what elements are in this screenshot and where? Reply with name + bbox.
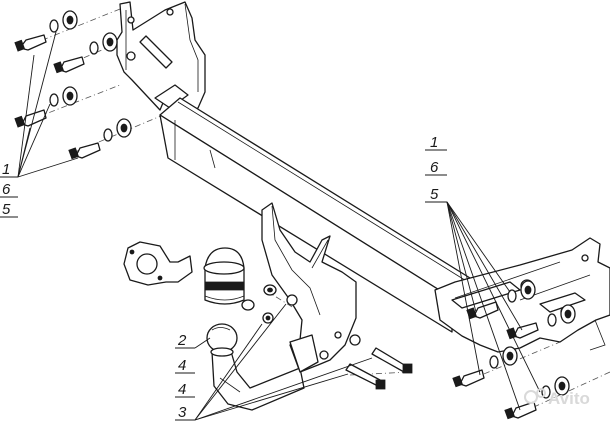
callout-bottom-1: 2 (177, 332, 187, 349)
bolt-left-4 (68, 142, 101, 160)
callout-bottom-2: 4 (178, 357, 186, 374)
watermark-text: Avito (548, 389, 590, 408)
nut-center-2 (241, 299, 255, 311)
callout-bottom-3: 4 (178, 381, 186, 398)
main-crossbar-tube (159, 97, 471, 333)
bolt-left-1 (14, 34, 47, 52)
callouts-right: 1 6 5 (430, 134, 439, 203)
callout-left-2: 6 (2, 181, 11, 198)
center-fasteners (241, 284, 413, 390)
callouts-left: 1 6 5 (2, 161, 11, 218)
center-bracket (261, 202, 357, 373)
left-mounting-bracket (116, 1, 206, 119)
callout-left-3: 5 (2, 201, 11, 218)
callout-right-3: 5 (430, 186, 439, 203)
avito-watermark: Avito (524, 388, 590, 408)
callout-bottom-4: 3 (178, 404, 187, 421)
bolt-center-1 (371, 347, 413, 374)
right-fasteners (452, 280, 576, 420)
ball-cover (203, 247, 245, 305)
bolt-left-3 (14, 109, 47, 128)
nut-left-1 (49, 19, 59, 33)
leader-lines (0, 31, 541, 421)
socket-bracket (123, 241, 193, 286)
washer-center-1 (286, 294, 298, 306)
nut-center-3 (349, 334, 361, 346)
bolt-center-2 (345, 363, 386, 390)
nut-right-2 (547, 313, 557, 327)
callout-right-2: 6 (430, 159, 439, 176)
nut-left-2 (89, 41, 99, 55)
callouts-bottom: 2 4 4 3 (177, 332, 187, 421)
callout-left-1: 1 (2, 161, 10, 178)
callout-right-1: 1 (430, 134, 438, 151)
bolt-right-4 (504, 401, 537, 420)
nut-right-3 (489, 355, 499, 369)
nut-left-3 (49, 93, 59, 107)
nut-left-4 (103, 128, 113, 142)
nut-right-1 (507, 289, 517, 303)
left-fasteners (14, 10, 132, 160)
bolt-left-2 (53, 56, 85, 74)
bolt-right-3 (452, 369, 485, 388)
